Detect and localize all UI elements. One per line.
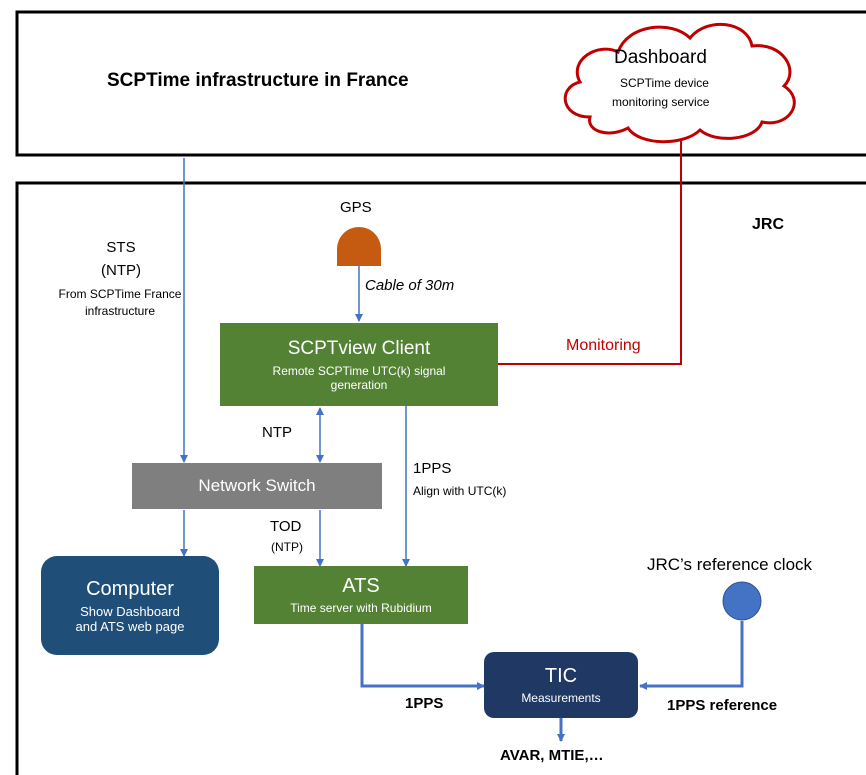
scptview-line1: Remote SCPTime UTC(k) signal bbox=[272, 363, 446, 378]
refclock-label: JRC’s reference clock bbox=[647, 555, 813, 574]
pps-left-label: 1PPS bbox=[405, 695, 444, 712]
network-switch-box: Network Switch bbox=[132, 463, 382, 509]
dashboard-line2: monitoring service bbox=[612, 95, 710, 109]
tod-label: TOD bbox=[270, 518, 302, 535]
scptview-title: SCPTview Client bbox=[287, 337, 431, 359]
sts-line2: infrastructure bbox=[84, 304, 156, 318]
switch-title: Network Switch bbox=[198, 476, 316, 495]
reference-clock-circle bbox=[722, 581, 762, 621]
tic-subtitle: Measurements bbox=[521, 691, 601, 705]
tic-title: TIC bbox=[544, 665, 578, 687]
ats-tic-arrow bbox=[360, 624, 485, 690]
pps-align-sub: Align with UTC(k) bbox=[413, 484, 507, 498]
computer-line2: and ATS web page bbox=[75, 618, 185, 634]
dashboard-title: Dashboard bbox=[614, 47, 707, 68]
scptview-line2: generation bbox=[330, 377, 388, 392]
computer-title: Computer bbox=[86, 577, 174, 600]
tod-sub: (NTP) bbox=[271, 540, 303, 554]
ats-title: ATS bbox=[342, 575, 380, 597]
jrc-frame bbox=[15, 181, 866, 775]
ref-tic-arrow bbox=[639, 621, 744, 690]
ats-box: ATS Time server with Rubidium bbox=[254, 566, 468, 624]
jrc-label: JRC bbox=[752, 216, 785, 233]
gps-antenna bbox=[337, 227, 381, 266]
cable-label: Cable of 30m bbox=[365, 277, 455, 294]
computer-box: Computer Show Dashboard and ATS web page bbox=[41, 556, 219, 655]
france-title: SCPTime infrastructure in France bbox=[107, 70, 409, 91]
gps-label: GPS bbox=[340, 199, 372, 216]
pps-align-label: 1PPS bbox=[413, 460, 452, 477]
ntp-label: NTP bbox=[262, 424, 292, 441]
monitoring-line bbox=[498, 141, 682, 365]
dashboard-cloud bbox=[563, 22, 796, 144]
sts-subtitle: (NTP) bbox=[101, 262, 141, 279]
monitoring-label: Monitoring bbox=[566, 337, 641, 354]
sts-title: STS bbox=[106, 239, 136, 256]
dashboard-line1: SCPTime device bbox=[620, 76, 709, 90]
tic-box: TIC Measurements bbox=[484, 652, 638, 718]
output-label: AVAR, MTIE,… bbox=[500, 747, 604, 764]
pps-ref-label: 1PPS reference bbox=[667, 697, 778, 714]
ats-subtitle: Time server with Rubidium bbox=[290, 601, 432, 615]
france-frame bbox=[15, 10, 866, 157]
computer-line1: Show Dashboard bbox=[80, 603, 180, 619]
sts-line1: From SCPTime France bbox=[58, 287, 182, 301]
scptview-client-box: SCPTview Client Remote SCPTime UTC(k) si… bbox=[220, 323, 498, 406]
